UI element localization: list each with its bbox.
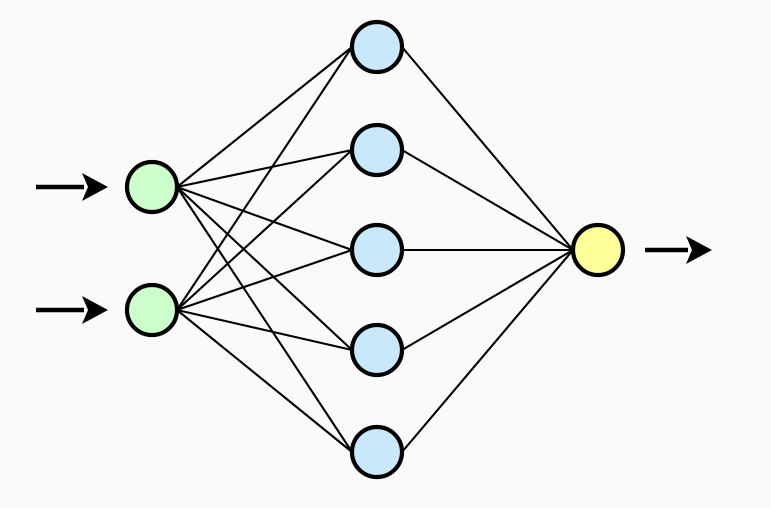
connection-edge	[175, 45, 354, 312]
connection-edge	[175, 248, 354, 312]
arrow-head	[686, 236, 712, 264]
connection-edge	[175, 185, 354, 454]
layer-input-layer	[124, 159, 180, 338]
connection-edge	[400, 45, 575, 252]
connection-edge	[175, 308, 354, 454]
output-arrow-1-icon	[645, 236, 712, 264]
node-hidden-5[interactable]	[349, 424, 405, 480]
node-input-1[interactable]	[124, 159, 180, 215]
input-arrow-1-icon	[36, 173, 108, 201]
input-arrow-2-icon	[36, 296, 108, 324]
node-hidden-3[interactable]	[349, 222, 405, 278]
arrow-head	[82, 173, 108, 201]
connection-edge	[175, 308, 354, 352]
node-output-1[interactable]	[570, 222, 626, 278]
node-hidden-2[interactable]	[349, 122, 405, 178]
connection-edge	[175, 185, 354, 252]
connection-edge	[175, 148, 354, 312]
arrows-group	[36, 173, 712, 324]
edges-group	[175, 45, 575, 454]
connection-edge	[175, 148, 354, 189]
connection-edge	[400, 148, 575, 252]
layer-output-layer	[570, 222, 626, 278]
connection-edge	[400, 248, 575, 352]
node-input-2[interactable]	[124, 282, 180, 338]
layer-hidden-layer	[349, 19, 405, 480]
nodes-group	[124, 19, 626, 480]
arrow-head	[82, 296, 108, 324]
node-hidden-4[interactable]	[349, 322, 405, 378]
connection-edge	[400, 248, 575, 454]
connection-edge	[175, 185, 354, 352]
connection-edge	[175, 45, 354, 189]
node-hidden-1[interactable]	[349, 19, 405, 75]
